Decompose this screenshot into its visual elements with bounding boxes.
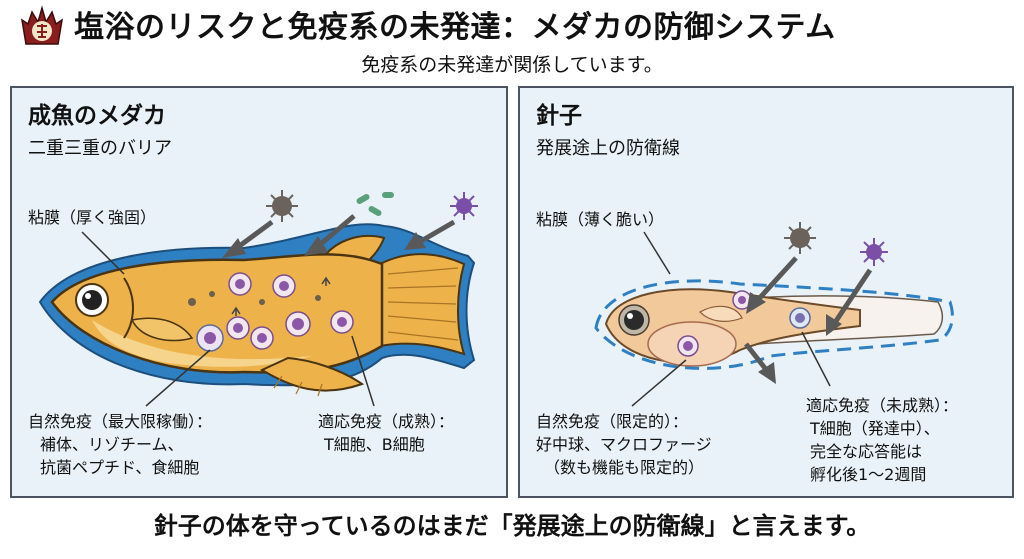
fry-adaptive-items-1: T細胞（発達中）、 [810, 419, 940, 438]
adult-adaptive-label: 適応免疫（成熟）： [318, 412, 455, 431]
adult-fish-illustration [38, 190, 478, 407]
page-title: 塩浴のリスクと免疫系の未発達：メダカの防御システム [74, 10, 836, 45]
fry-panel: 針子 発展途上の防衛線 粘膜（薄く脆い） 自然免疫（限定的）： 好中球、マクロフ… [518, 86, 1014, 498]
fry-pathogen-virus-dark [784, 222, 816, 254]
fry-innate-items: 好中球、マクロファージ [536, 435, 712, 454]
fry-penetrate-arrows [744, 256, 873, 384]
fry-innate-note: （数も機能も限定的） [544, 458, 705, 477]
adult-pathogen-bacteria [356, 192, 394, 216]
brand-logo-icon [20, 5, 64, 45]
fry-immune-cells [677, 290, 811, 357]
fry-innate-label: 自然免疫（限定的）： [536, 412, 689, 431]
adult-mucus-label: 粘膜（厚く強固） [28, 208, 157, 227]
adult-panel-subtitle: 二重三重のバリア [28, 138, 172, 159]
adult-innate-items-1: 補体、リゾチーム、 [40, 435, 184, 454]
adult-innate-items-2: 抗菌ペプチド、食細胞 [40, 458, 200, 477]
adult-immune-cells [188, 272, 354, 352]
fry-mucus-label: 粘膜（薄く脆い） [536, 210, 665, 229]
fry-panel-title: 針子 [536, 103, 582, 129]
fry-mucus-layer [594, 279, 954, 370]
page-subtitle: 免疫系の未発達が関係しています。 [361, 54, 663, 76]
fry-pathogen-virus-purple [860, 238, 888, 266]
fry-adaptive-items-2: 完全な応答能は [810, 442, 923, 461]
fry-adaptive-items-3: 孵化後1～2週間 [810, 465, 927, 484]
fry-adaptive-label: 適応免疫（未成熟）： [806, 396, 959, 415]
footer-caption: 針子の体を守っているのはまだ「発展途上の防衛線」と言えます。 [153, 512, 871, 540]
adult-medaka-panel: 成魚のメダカ 二重三重のバリア 粘膜（厚く強固） 自然免疫（最大限稼働）： 補体… [10, 86, 508, 498]
adult-adaptive-items: T細胞、B細胞 [324, 435, 425, 454]
adult-pathogen-virus-purple [450, 192, 478, 220]
fry-panel-subtitle: 発展途上の防衛線 [536, 138, 680, 159]
adult-panel-title: 成魚のメダカ [28, 103, 166, 129]
adult-innate-label: 自然免疫（最大限稼働）： [28, 412, 213, 431]
adult-repel-arrows [222, 214, 456, 258]
adult-pathogen-virus-dark [266, 190, 298, 222]
fry-illustration [594, 222, 954, 407]
